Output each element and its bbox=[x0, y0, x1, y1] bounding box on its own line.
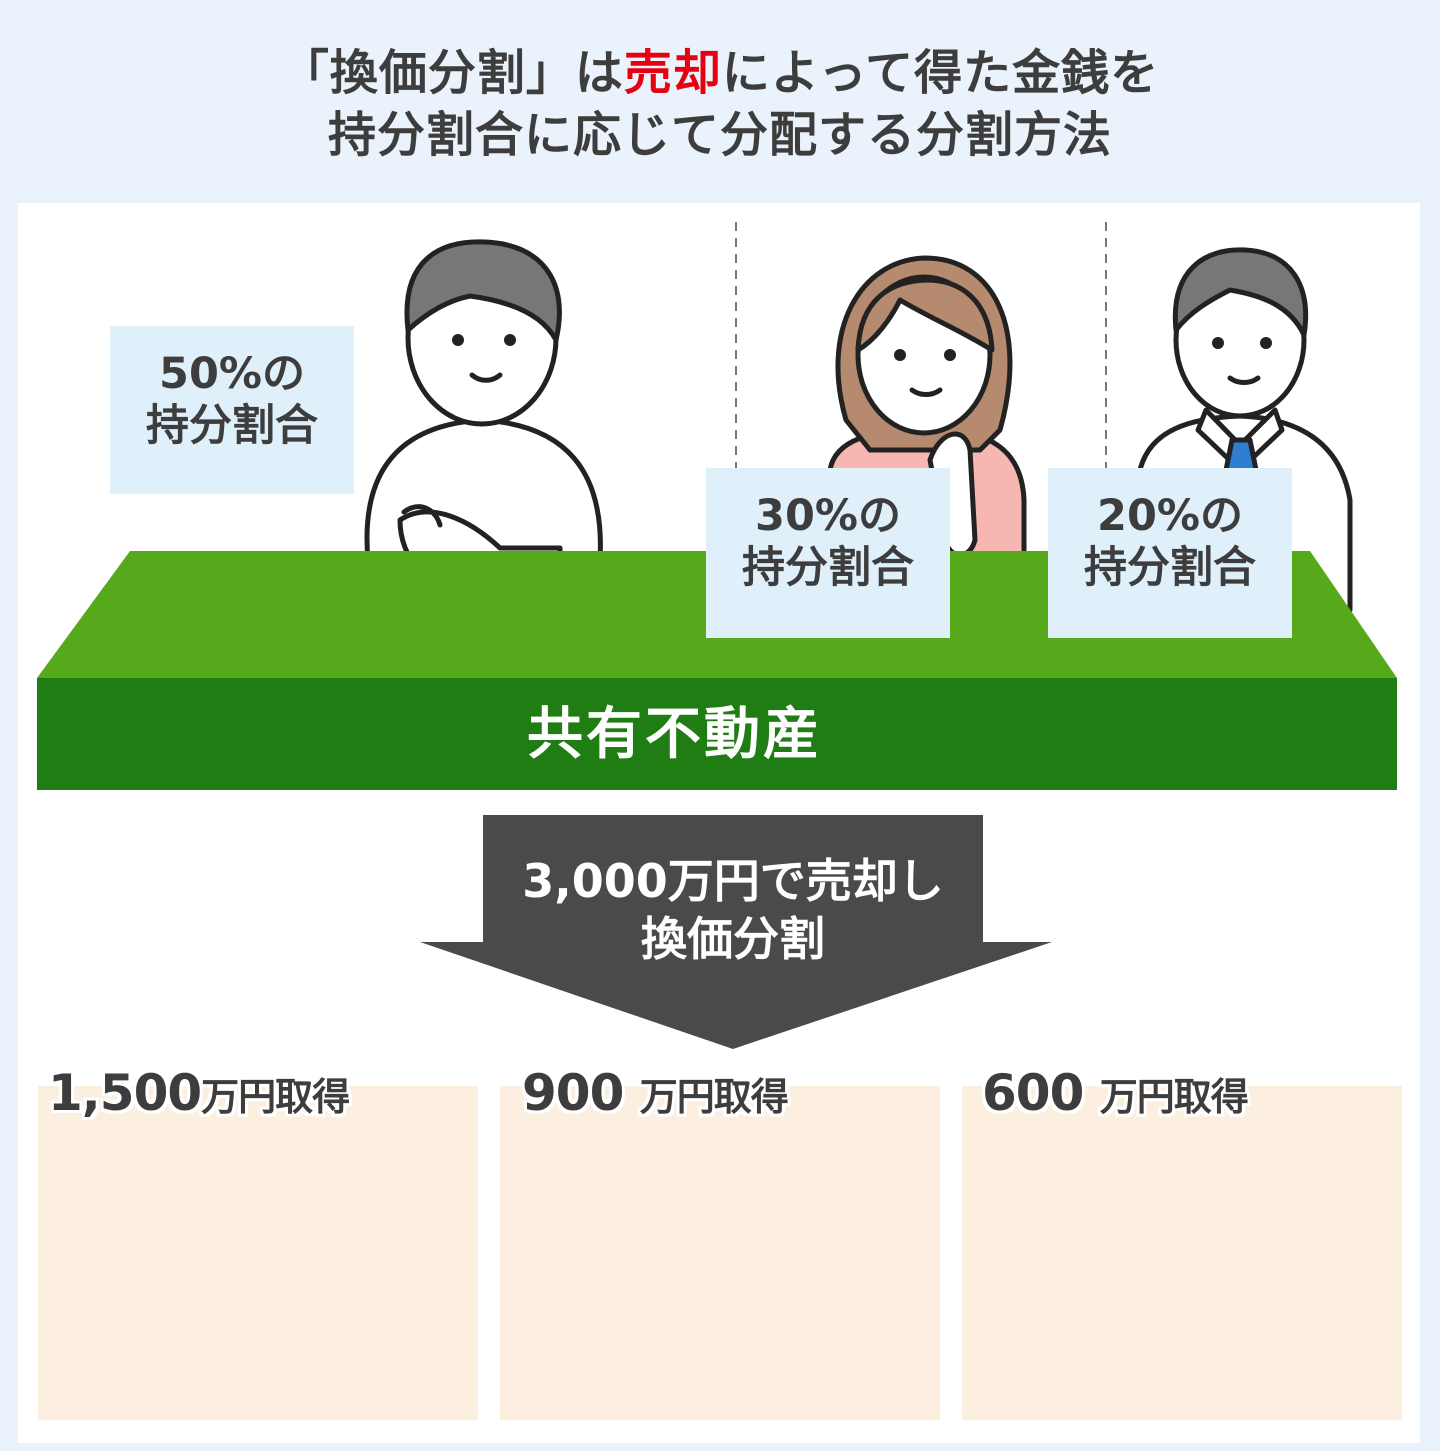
share-bubble-2: 30%の 持分割合 bbox=[706, 468, 950, 638]
amount-unit: 万円取得 bbox=[1099, 1075, 1249, 1119]
amount-value: 900 bbox=[522, 1064, 640, 1122]
amount-unit: 万円取得 bbox=[639, 1075, 789, 1119]
amount-value: 1,500 bbox=[48, 1064, 202, 1122]
share-label: 持分割合 bbox=[146, 401, 318, 451]
share-label: 持分割合 bbox=[742, 543, 914, 593]
amount-label-3: 600 万円取得 bbox=[982, 1058, 1249, 1132]
share-bubble-3: 20%の 持分割合 bbox=[1048, 468, 1292, 638]
result-card-3 bbox=[962, 1086, 1402, 1420]
result-card-2 bbox=[500, 1086, 940, 1420]
title-post: によって得た金銭を bbox=[721, 45, 1160, 101]
share-label: 持分割合 bbox=[1084, 543, 1256, 593]
share-percent: 50%の bbox=[159, 349, 305, 399]
share-percent: 30%の bbox=[755, 491, 901, 541]
amount-label-1: 1,500万円取得 bbox=[48, 1058, 350, 1132]
share-bubble-1: 50%の 持分割合 bbox=[110, 326, 354, 494]
amount-unit: 万円取得 bbox=[201, 1075, 350, 1119]
diagram-title: 「換価分割」は売却によって得た金銭を 持分割合に応じて分配する分割方法 bbox=[0, 42, 1440, 166]
property-label: 共有不動産 bbox=[527, 702, 822, 767]
property-front bbox=[37, 678, 1397, 790]
arrow-caption-line-1: 3,000万円で売却し bbox=[522, 854, 944, 908]
title-pre: 「換価分割」は bbox=[280, 45, 624, 101]
title-line-2: 持分割合に応じて分配する分割方法 bbox=[327, 107, 1112, 163]
down-arrow bbox=[420, 815, 1052, 1049]
arrow-caption: 3,000万円で売却し 換価分割 bbox=[483, 852, 983, 968]
amount-label-2: 900 万円取得 bbox=[522, 1058, 789, 1132]
title-accent: 売却 bbox=[623, 45, 722, 101]
share-percent: 20%の bbox=[1097, 491, 1243, 541]
amount-value: 600 bbox=[982, 1064, 1100, 1122]
title-line-1: 「換価分割」は売却によって得た金銭を bbox=[0, 42, 1440, 104]
result-card-1 bbox=[38, 1086, 478, 1420]
arrow-caption-line-2: 換価分割 bbox=[641, 912, 825, 966]
